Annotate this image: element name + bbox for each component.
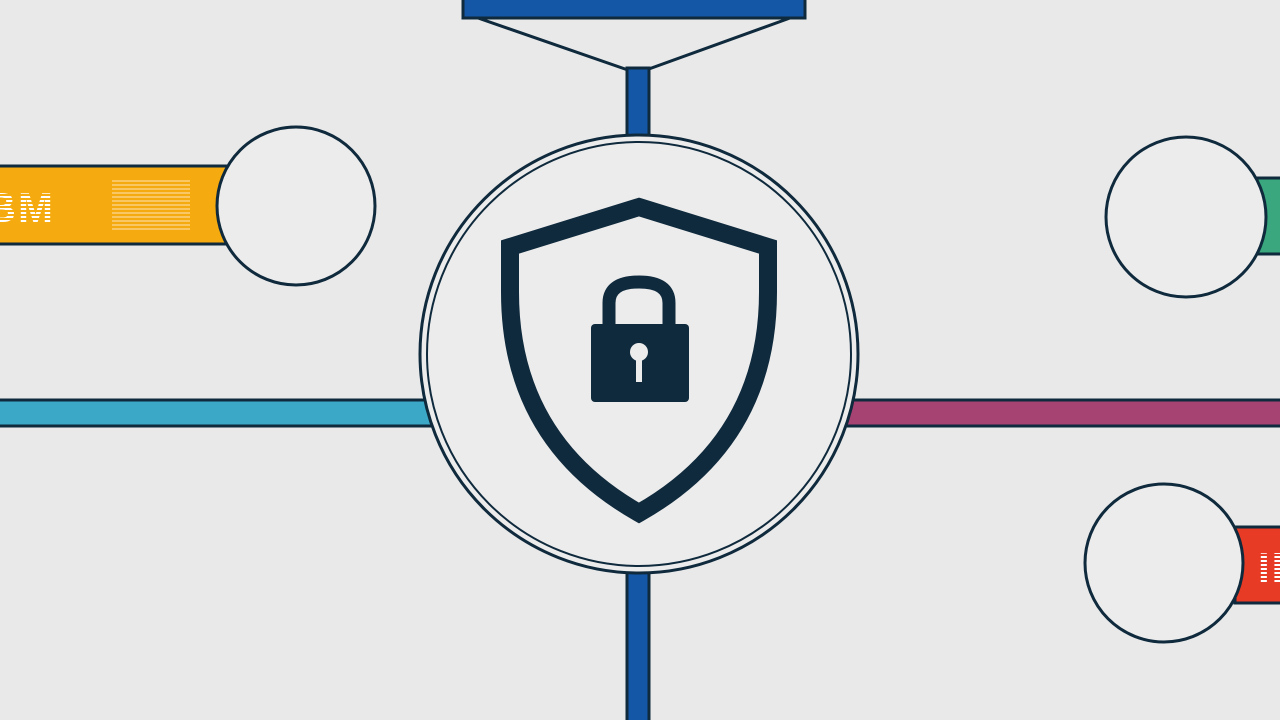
lock-shackle <box>602 275 676 325</box>
magenta-bar <box>844 398 1280 428</box>
keyhole-slot <box>636 356 642 382</box>
orange-bar-logo: IBM <box>0 184 55 231</box>
bottom-connector <box>625 568 651 720</box>
right-bottom-node-circle <box>1083 482 1245 644</box>
right-top-node-circle <box>1104 135 1268 299</box>
keyhole-top <box>630 343 648 361</box>
top-connector <box>625 66 651 140</box>
shield-lock-icon <box>501 197 777 524</box>
left-node-circle <box>215 125 377 287</box>
top-blue-bar <box>461 0 807 20</box>
orange-bar-stripes <box>112 180 190 230</box>
red-bar-logo: IBM <box>1258 544 1280 591</box>
lock-icon <box>591 275 689 402</box>
top-funnel-lines <box>477 16 791 72</box>
teal-bar <box>0 398 438 428</box>
shield-icon <box>501 197 777 524</box>
central-hub-inner <box>426 141 852 567</box>
